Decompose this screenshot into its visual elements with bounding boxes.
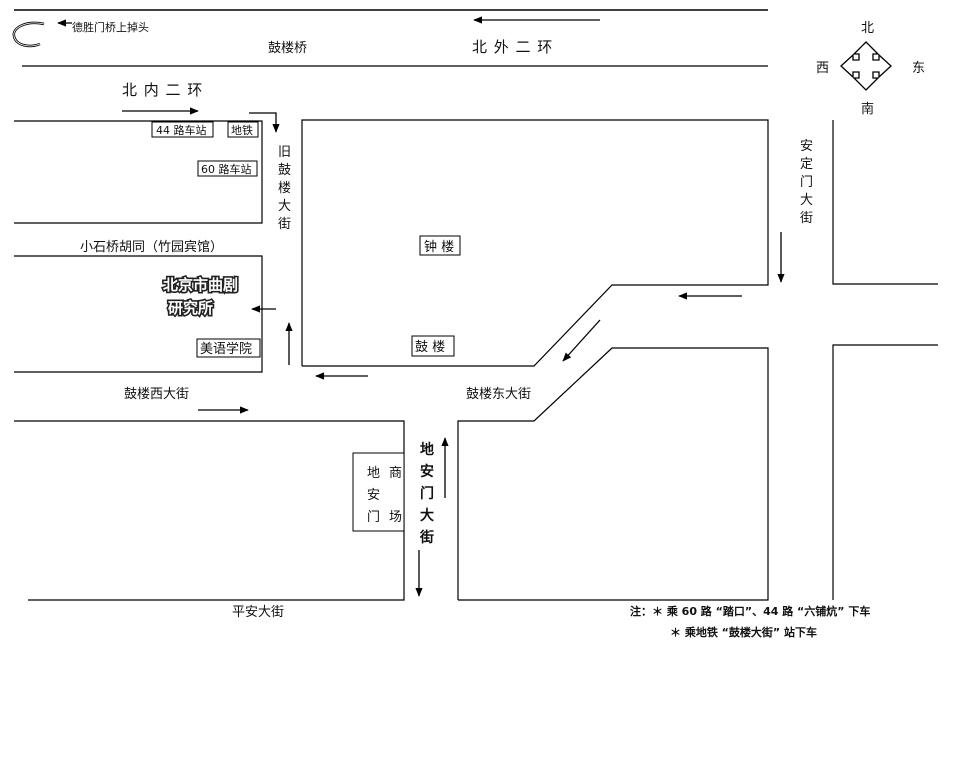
svg-text:安: 安 [420, 463, 434, 480]
svg-text:旧: 旧 [278, 145, 291, 160]
compass-south: 南 [861, 101, 874, 117]
svg-text:鼓: 鼓 [278, 163, 291, 178]
drum-tower-box [411, 335, 455, 357]
gulou-east-street-label: 鼓楼东大街 [466, 387, 531, 402]
svg-text:门: 门 [420, 485, 434, 502]
u-turn-note: 德胜门桥上掉头 [72, 20, 149, 34]
institute-name-line1: 北京市曲剧 [163, 276, 238, 294]
block-west-outline [14, 255, 263, 373]
svg-text:大: 大 [278, 199, 291, 214]
north-outer-ring-label: 北 外 二 环 [472, 38, 553, 56]
subway-box [227, 121, 259, 138]
block-southwest-outline [14, 420, 405, 601]
subway-label: 地铁 [231, 124, 253, 137]
mall-col1-char1: 地 [367, 466, 380, 481]
compass-rose-icon [840, 41, 892, 91]
language-school-box [196, 338, 261, 358]
old-gulou-street-label: 旧 鼓 楼 大 街 [278, 145, 291, 232]
block-northwest-outline [14, 120, 263, 224]
dianmen-street-label: 地 安 门 大 街 [419, 441, 434, 546]
bus-60-stop: 60 路车站 [201, 162, 252, 176]
gulou-east-diagonal-arrow [562, 319, 601, 362]
svg-text:街: 街 [419, 529, 434, 546]
bus-60-stop-box [197, 160, 258, 177]
block-towers-outline [301, 119, 769, 367]
institute-name-line2: 研究所 [168, 299, 213, 317]
bell-tower-label: 钟 楼 [424, 239, 454, 255]
bus-44-stop: 44 路车站 [156, 123, 207, 137]
u-turn-arrow-inner [13, 22, 45, 47]
language-school-label: 美语学院 [200, 341, 252, 357]
north-inner-ring-label: 北 内 二 环 [122, 81, 203, 99]
xiaoshiqiao-hutong-label: 小石桥胡同（竹园宾馆） [80, 239, 223, 255]
mall-col1-char2: 安 [367, 488, 380, 503]
pingan-street-label: 平安大街 [232, 605, 284, 620]
directions-note-line1: 注：＊ 乘 60 路 “踏口”、44 路 “六铺炕” 下车 [630, 604, 870, 618]
bus-44-stop-box [151, 121, 214, 138]
block-southeast-outline [832, 344, 938, 600]
gulou-bridge-label: 鼓楼桥 [268, 41, 307, 56]
drum-tower-label: 鼓 楼 [415, 340, 445, 355]
compass-east: 东 [912, 61, 925, 76]
bell-tower-box [419, 235, 461, 256]
block-northeast-outline [832, 120, 938, 285]
compass-west: 西 [816, 61, 829, 76]
mall-col2-char2: 场 [389, 510, 402, 525]
svg-text:楼: 楼 [278, 181, 291, 196]
andingmen-street-label: 安 定 门 大 街 [800, 139, 813, 226]
mall-col1-char3: 门 [367, 510, 380, 525]
block-south-center-outline [457, 347, 769, 601]
dianmen-mall-box [352, 452, 405, 532]
turn-into-old-gulou-arrow [249, 112, 280, 133]
directions-note-line2: ＊ 乘地铁 “鼓楼大街” 站下车 [670, 625, 817, 639]
svg-text:大: 大 [800, 193, 813, 208]
mall-col2-char1: 商 [389, 466, 402, 481]
svg-text:定: 定 [800, 157, 813, 172]
svg-text:安: 安 [800, 139, 813, 154]
svg-text:街: 街 [800, 211, 813, 226]
svg-text:街: 街 [278, 217, 291, 232]
svg-text:门: 门 [800, 175, 813, 190]
gulou-west-street-label: 鼓楼西大街 [124, 387, 189, 402]
svg-text:地: 地 [420, 441, 434, 458]
compass-north: 北 [861, 21, 874, 36]
svg-text:大: 大 [420, 507, 434, 524]
